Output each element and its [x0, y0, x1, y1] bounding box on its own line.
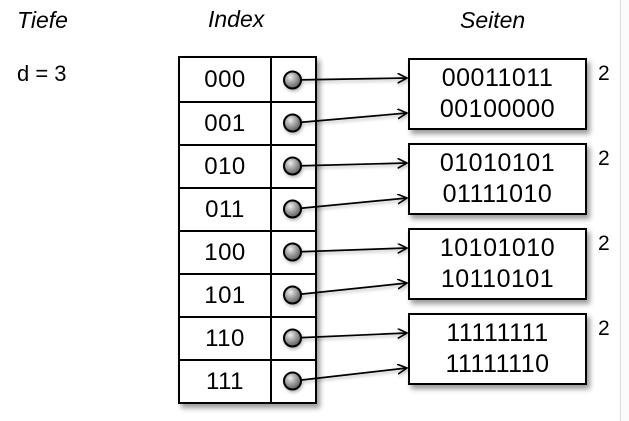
local-depth-badge: 2	[598, 147, 610, 170]
pointer-cell	[270, 230, 315, 273]
local-depth-badge: 2	[598, 232, 610, 255]
page-entry: 10101010	[439, 234, 556, 262]
page-entry: 11111111	[446, 319, 549, 347]
index-cell: 100	[180, 230, 270, 273]
page-box: 11111111 11111110	[408, 313, 587, 385]
page-entry: 01111010	[442, 180, 553, 208]
pointer-cell	[270, 187, 315, 230]
page-entry: 00011011	[441, 64, 554, 92]
page-edge	[620, 0, 629, 421]
local-depth-badge: 2	[598, 317, 610, 340]
page-box: 01010101 01111010	[408, 143, 587, 215]
page-entry: 11111110	[445, 350, 550, 378]
index-cell: 001	[180, 101, 270, 144]
index-table: 000 001 010 011 100 101 110 111	[178, 56, 317, 404]
pointer-cell	[270, 316, 315, 359]
pointer-cell	[270, 359, 315, 402]
column-heading-seiten: Seiten	[460, 7, 526, 33]
pointer-cell	[270, 58, 315, 101]
column-heading-index: Index	[208, 6, 265, 32]
page-box: 00011011 00100000	[408, 58, 587, 130]
pointer-cell	[270, 273, 315, 316]
index-cell: 011	[180, 187, 270, 230]
page-entry: 01010101	[439, 149, 556, 177]
index-cell: 010	[180, 144, 270, 187]
page-box: 10101010 10110101	[408, 228, 587, 300]
page-entry: 10110101	[440, 265, 555, 293]
global-depth-label: d = 3	[17, 61, 67, 86]
index-cell: 000	[204, 65, 246, 93]
index-cell: 110	[180, 316, 270, 359]
column-heading-tiefe: Tiefe	[17, 7, 68, 33]
index-cell: 101	[180, 273, 270, 316]
pointer-cell	[270, 101, 315, 144]
pointer-cell	[270, 144, 315, 187]
local-depth-badge: 2	[598, 62, 610, 85]
index-cell: 111	[180, 359, 270, 402]
page-entry: 00100000	[439, 95, 556, 123]
